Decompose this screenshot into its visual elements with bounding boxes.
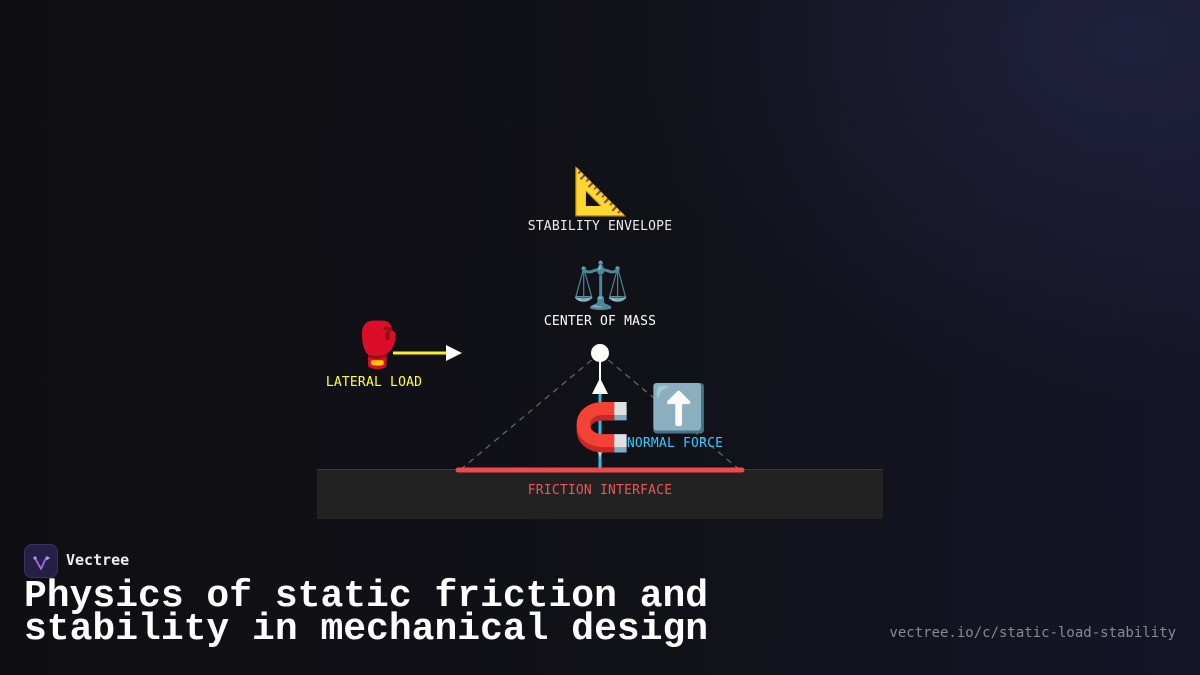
magnet-icon: 🧲: [573, 400, 631, 454]
normal-force-arrowhead: [592, 378, 608, 394]
brand-name: Vectree: [66, 551, 130, 569]
boxing-glove-icon: 🥊: [350, 320, 405, 371]
center-of-mass-dot: [591, 344, 609, 362]
triangular-ruler-icon: 📐: [572, 164, 630, 218]
up-arrow-icon: ⬆️: [650, 381, 708, 435]
envelope-left-edge: [459, 352, 601, 471]
normal-force-tail-marker: [596, 448, 604, 458]
source-url[interactable]: vectree.io/c/static-load-stability: [889, 625, 1176, 641]
center-of-mass-label: CENTER OF MASS: [543, 314, 657, 329]
envelope-right-edge: [599, 352, 741, 471]
vectree-logo: [24, 544, 58, 578]
lateral-load-label: LATERAL LOAD: [325, 375, 423, 390]
normal-force-label: NORMAL FORCE: [626, 436, 724, 451]
page-title: Physics of static friction and stability…: [24, 575, 709, 651]
stability-envelope-label: STABILITY ENVELOPE: [527, 219, 673, 234]
balance-scale-icon: ⚖️: [572, 258, 630, 312]
lateral-load-arrowhead: [446, 345, 462, 361]
ground-surface: [317, 469, 883, 519]
friction-interface-label: FRICTION INTERFACE: [527, 483, 673, 498]
vectree-logo-mark: [33, 556, 50, 570]
